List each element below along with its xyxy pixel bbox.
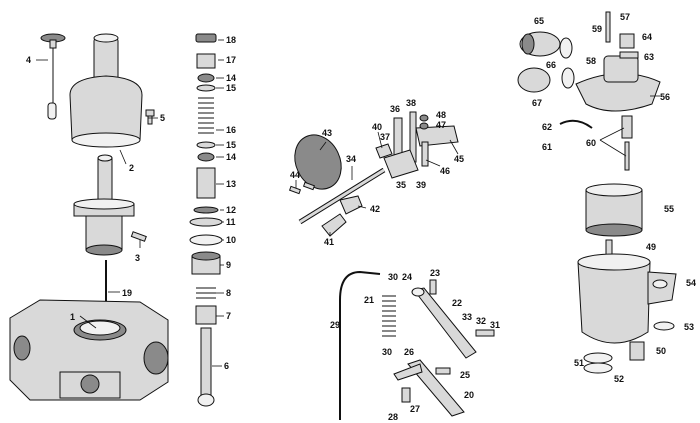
part-20-lever bbox=[393, 359, 465, 417]
callout-33: 33 bbox=[462, 312, 472, 322]
parts-45-48-fast-idle bbox=[415, 114, 459, 167]
callout-34: 34 bbox=[346, 154, 356, 164]
callout-41: 41 bbox=[324, 237, 334, 247]
part-chamber-suction bbox=[69, 33, 143, 148]
callout-25: 25 bbox=[460, 370, 470, 380]
part-3-pin bbox=[130, 231, 147, 242]
part-22-lever bbox=[411, 287, 477, 359]
callout-19: 19 bbox=[122, 288, 132, 298]
callout-30a: 30 bbox=[388, 272, 398, 282]
callout-65: 65 bbox=[534, 16, 544, 26]
callout-13: 13 bbox=[226, 179, 236, 189]
callout-38: 38 bbox=[406, 98, 416, 108]
callout-1: 1 bbox=[70, 312, 75, 322]
callout-29: 29 bbox=[330, 320, 340, 330]
callout-28: 28 bbox=[388, 412, 398, 422]
callout-9: 9 bbox=[226, 260, 231, 270]
leader-lines bbox=[36, 39, 660, 367]
callout-5: 5 bbox=[160, 113, 165, 123]
callout-44: 44 bbox=[290, 170, 300, 180]
callout-7: 7 bbox=[226, 311, 231, 321]
part-29-rod bbox=[339, 270, 381, 420]
callout-15a: 15 bbox=[226, 83, 236, 93]
callout-49: 49 bbox=[646, 242, 656, 252]
callout-6: 6 bbox=[224, 361, 229, 371]
part-56-float-chamber-lid bbox=[575, 55, 661, 112]
part-5-screw bbox=[145, 109, 155, 125]
callout-10: 10 bbox=[226, 235, 236, 245]
callout-45: 45 bbox=[454, 154, 464, 164]
callout-22: 22 bbox=[452, 298, 462, 308]
callout-67: 67 bbox=[532, 98, 542, 108]
callout-54: 54 bbox=[686, 278, 696, 288]
callout-2: 2 bbox=[129, 163, 134, 173]
callout-labels: 4 5 2 3 19 1 18 17 14 15 16 15 14 13 12 … bbox=[26, 12, 696, 422]
callout-35: 35 bbox=[396, 180, 406, 190]
callout-14b: 14 bbox=[226, 152, 236, 162]
linkage-bolts bbox=[401, 279, 495, 403]
callout-8: 8 bbox=[226, 288, 231, 298]
callout-27: 27 bbox=[410, 404, 420, 414]
parts-60-62-float-lever bbox=[559, 115, 633, 171]
callout-18: 18 bbox=[226, 35, 236, 45]
part-2-piston bbox=[73, 154, 135, 256]
callout-3: 3 bbox=[135, 253, 140, 263]
callout-39: 39 bbox=[416, 180, 426, 190]
callout-48: 48 bbox=[436, 110, 446, 120]
callout-26: 26 bbox=[404, 347, 414, 357]
part-44-screws bbox=[288, 181, 316, 195]
callout-64: 64 bbox=[642, 32, 652, 42]
callout-51: 51 bbox=[574, 358, 584, 368]
parts-65-67-banjo bbox=[517, 31, 575, 93]
callout-43: 43 bbox=[322, 128, 332, 138]
callout-42: 42 bbox=[370, 204, 380, 214]
callout-17: 17 bbox=[226, 55, 236, 65]
callout-11: 11 bbox=[226, 217, 236, 227]
callout-55: 55 bbox=[664, 204, 674, 214]
callout-30b: 30 bbox=[382, 347, 392, 357]
part-34-spindle bbox=[298, 167, 386, 225]
callout-24: 24 bbox=[402, 272, 412, 282]
callout-50: 50 bbox=[656, 346, 666, 356]
callout-23: 23 bbox=[430, 268, 440, 278]
callout-47: 47 bbox=[436, 120, 446, 130]
callout-32: 32 bbox=[476, 316, 486, 326]
callout-36: 36 bbox=[390, 104, 400, 114]
callout-53: 53 bbox=[684, 322, 694, 332]
callout-4: 4 bbox=[26, 55, 31, 65]
callout-59: 59 bbox=[592, 24, 602, 34]
part-21-spring bbox=[382, 295, 396, 337]
callout-61: 61 bbox=[542, 142, 552, 152]
callout-52: 52 bbox=[614, 374, 624, 384]
callout-14a: 14 bbox=[226, 73, 236, 83]
callout-20: 20 bbox=[464, 390, 474, 400]
callout-31: 31 bbox=[490, 320, 500, 330]
callout-37: 37 bbox=[380, 132, 390, 142]
callout-46: 46 bbox=[440, 166, 450, 176]
parts-50-54-bowl-fittings bbox=[583, 279, 675, 374]
part-41-42-levers bbox=[321, 195, 363, 237]
callout-16: 16 bbox=[226, 125, 236, 135]
callout-58: 58 bbox=[586, 56, 596, 66]
part-55-float bbox=[585, 183, 643, 237]
callout-57: 57 bbox=[620, 12, 630, 22]
parts-35-40-throttle-stop bbox=[375, 111, 419, 179]
part-1-carburetor-body bbox=[9, 299, 169, 401]
callout-56: 56 bbox=[660, 92, 670, 102]
callout-15b: 15 bbox=[226, 140, 236, 150]
callout-62: 62 bbox=[542, 122, 552, 132]
callout-63: 63 bbox=[644, 52, 654, 62]
part-4-oil-damper bbox=[40, 33, 66, 120]
callout-12: 12 bbox=[226, 205, 236, 215]
callout-40: 40 bbox=[372, 122, 382, 132]
callout-66: 66 bbox=[546, 60, 556, 70]
jet-stack bbox=[189, 33, 223, 407]
callout-60: 60 bbox=[586, 138, 596, 148]
callout-21: 21 bbox=[364, 295, 374, 305]
parts-57-64-needle-valve bbox=[605, 11, 639, 59]
part-43-butterfly-plate bbox=[294, 134, 342, 190]
